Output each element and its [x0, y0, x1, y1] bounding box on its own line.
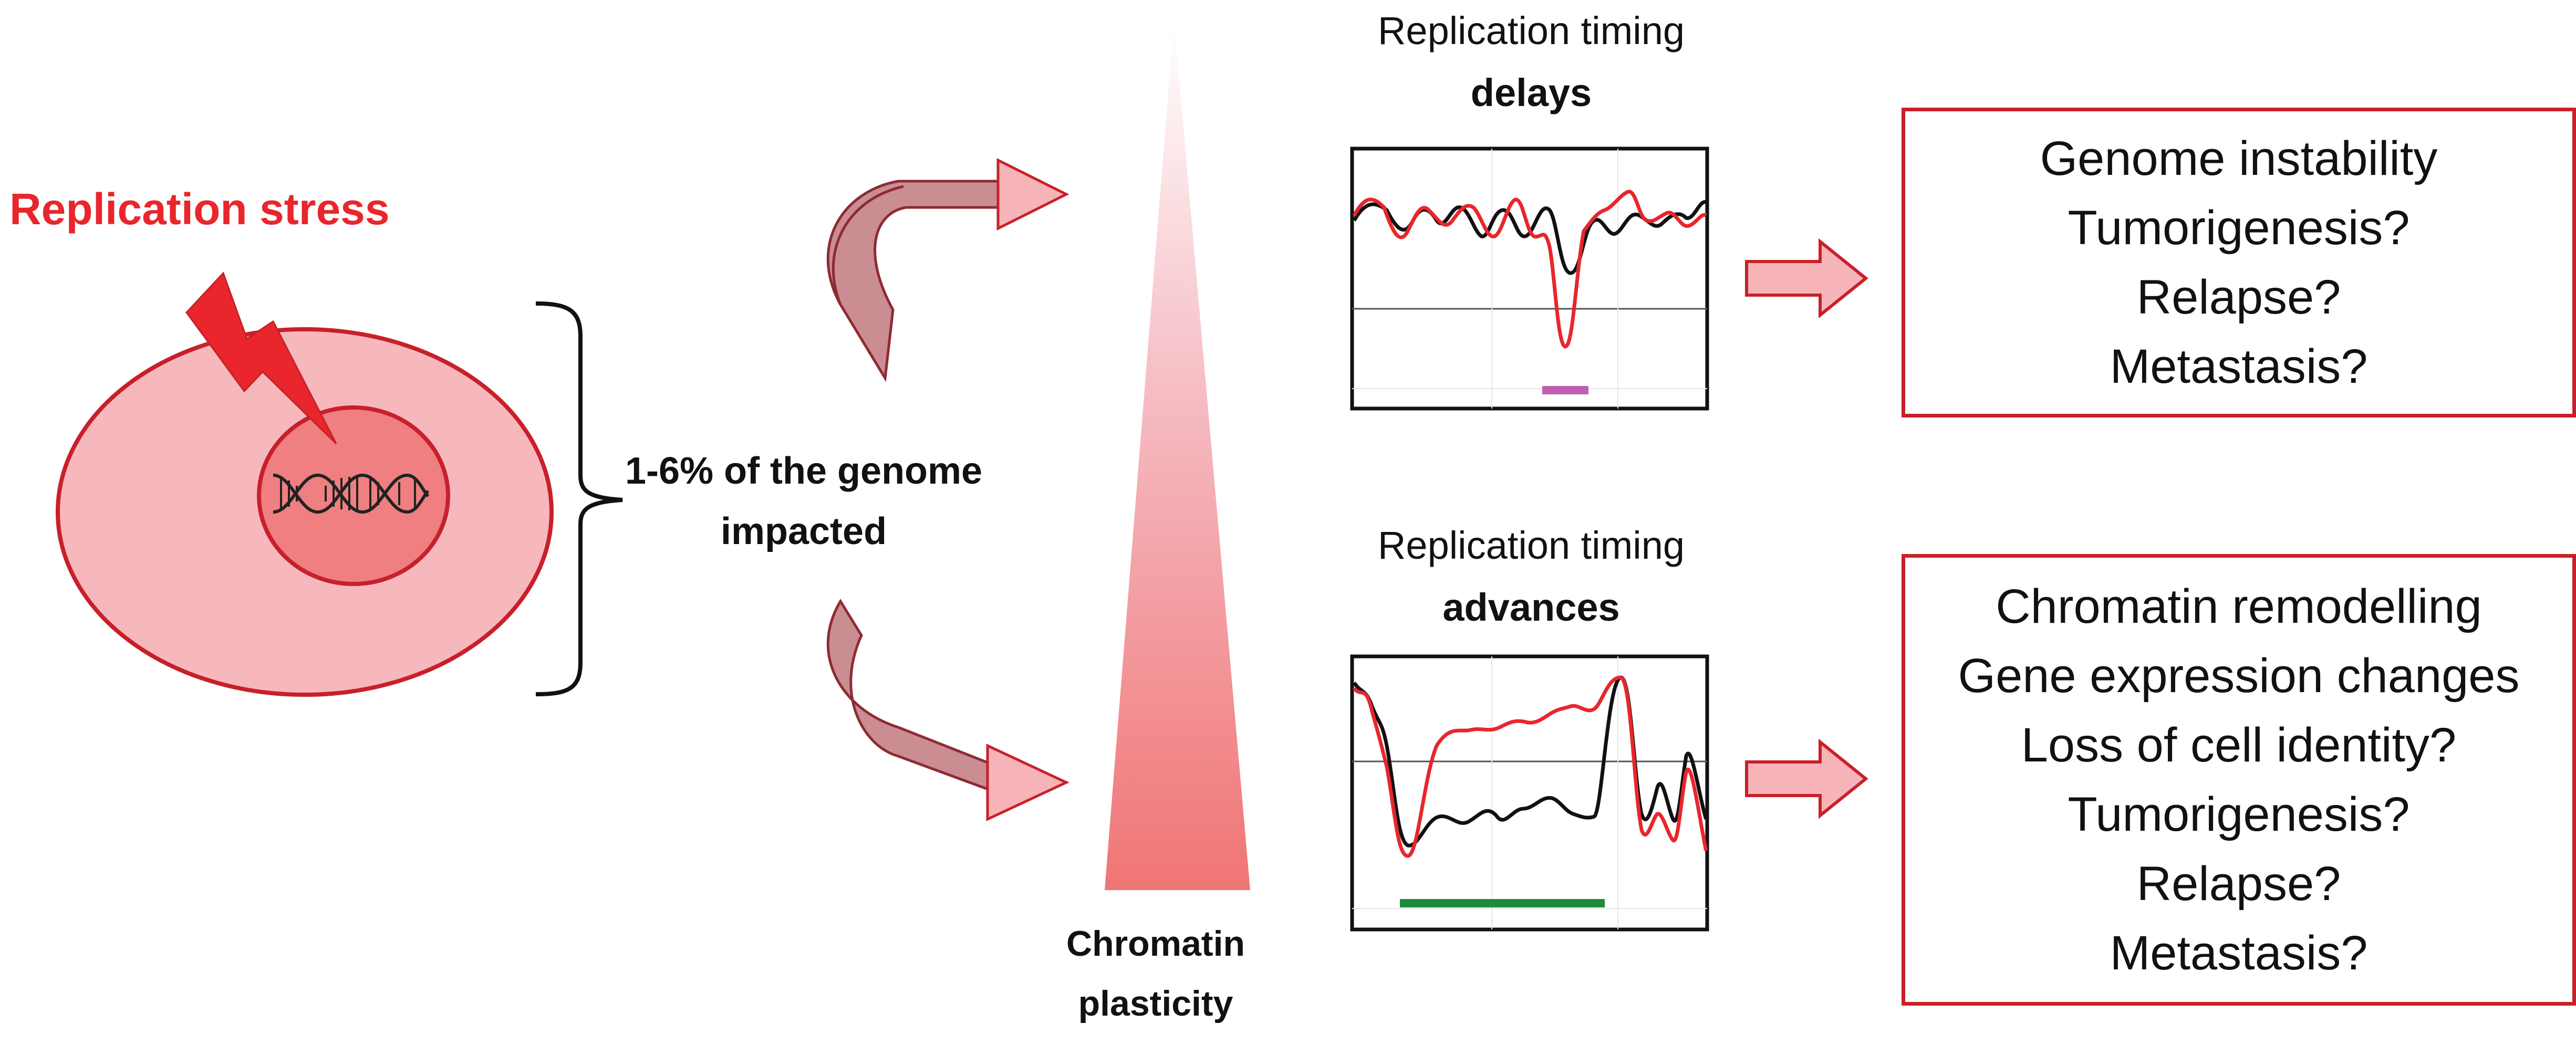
dna-icon: [273, 473, 430, 514]
panel-1-heading: Replication timing delays: [1332, 0, 1731, 124]
outcome-box-advances: Chromatin remodelling Gene expression ch…: [1902, 554, 2576, 1006]
curved-arrow-up-icon: [826, 158, 1069, 382]
panel-2-heading-line-2: advances: [1442, 586, 1620, 629]
panel-1-heading-line-1: Replication timing: [1377, 9, 1685, 53]
impact-line-2: impacted: [720, 510, 887, 552]
arrow-right-icon-1: [1745, 238, 1868, 319]
outcome-item: Chromatin remodelling: [1996, 580, 2482, 633]
panel-2-heading-line-1: Replication timing: [1377, 524, 1685, 567]
profile-line-treated-2: [1353, 675, 1708, 858]
impact-line-1: 1-6% of the genome: [625, 450, 983, 492]
curved-arrow-down-icon: [826, 599, 1069, 821]
profile-line-treated: [1352, 190, 1707, 349]
panel-1-heading-line-2: delays: [1470, 71, 1592, 114]
outcome-item: Metastasis?: [2110, 340, 2368, 393]
title: Replication stress: [9, 184, 390, 234]
arrow-right-icon-2: [1745, 738, 1868, 819]
panel-2-heading: Replication timing advances: [1332, 515, 1731, 639]
lightning-icon: [185, 271, 337, 445]
outcome-box-delays: Genome instability Tumorigenesis? Relaps…: [1902, 108, 2576, 417]
outcome-item: Relapse?: [2136, 270, 2341, 324]
nucleus: [257, 405, 450, 586]
outcome-item: Gene expression changes: [1958, 649, 2520, 703]
outcome-item: Genome instability: [2040, 132, 2438, 185]
outcome-item: Relapse?: [2136, 857, 2341, 911]
outcome-item: Tumorigenesis?: [2068, 788, 2410, 841]
gradient-label: Chromatin plasticity: [988, 914, 1324, 1033]
bracket: [535, 301, 623, 696]
profile-plot-advances: [1350, 654, 1709, 932]
profile-line-control-2: [1352, 675, 1708, 848]
gradient-label-line-2: plasticity: [1078, 984, 1233, 1023]
outcome-item: Tumorigenesis?: [2068, 201, 2410, 255]
impact-label: 1-6% of the genome impacted: [625, 441, 982, 562]
outcome-item: Loss of cell identity?: [2021, 718, 2457, 772]
chromatin-plasticity-gradient: [1105, 20, 1250, 890]
outcome-item: Metastasis?: [2110, 926, 2368, 980]
profile-plot-delays: [1350, 147, 1709, 411]
gradient-label-line-1: Chromatin: [1066, 924, 1245, 964]
